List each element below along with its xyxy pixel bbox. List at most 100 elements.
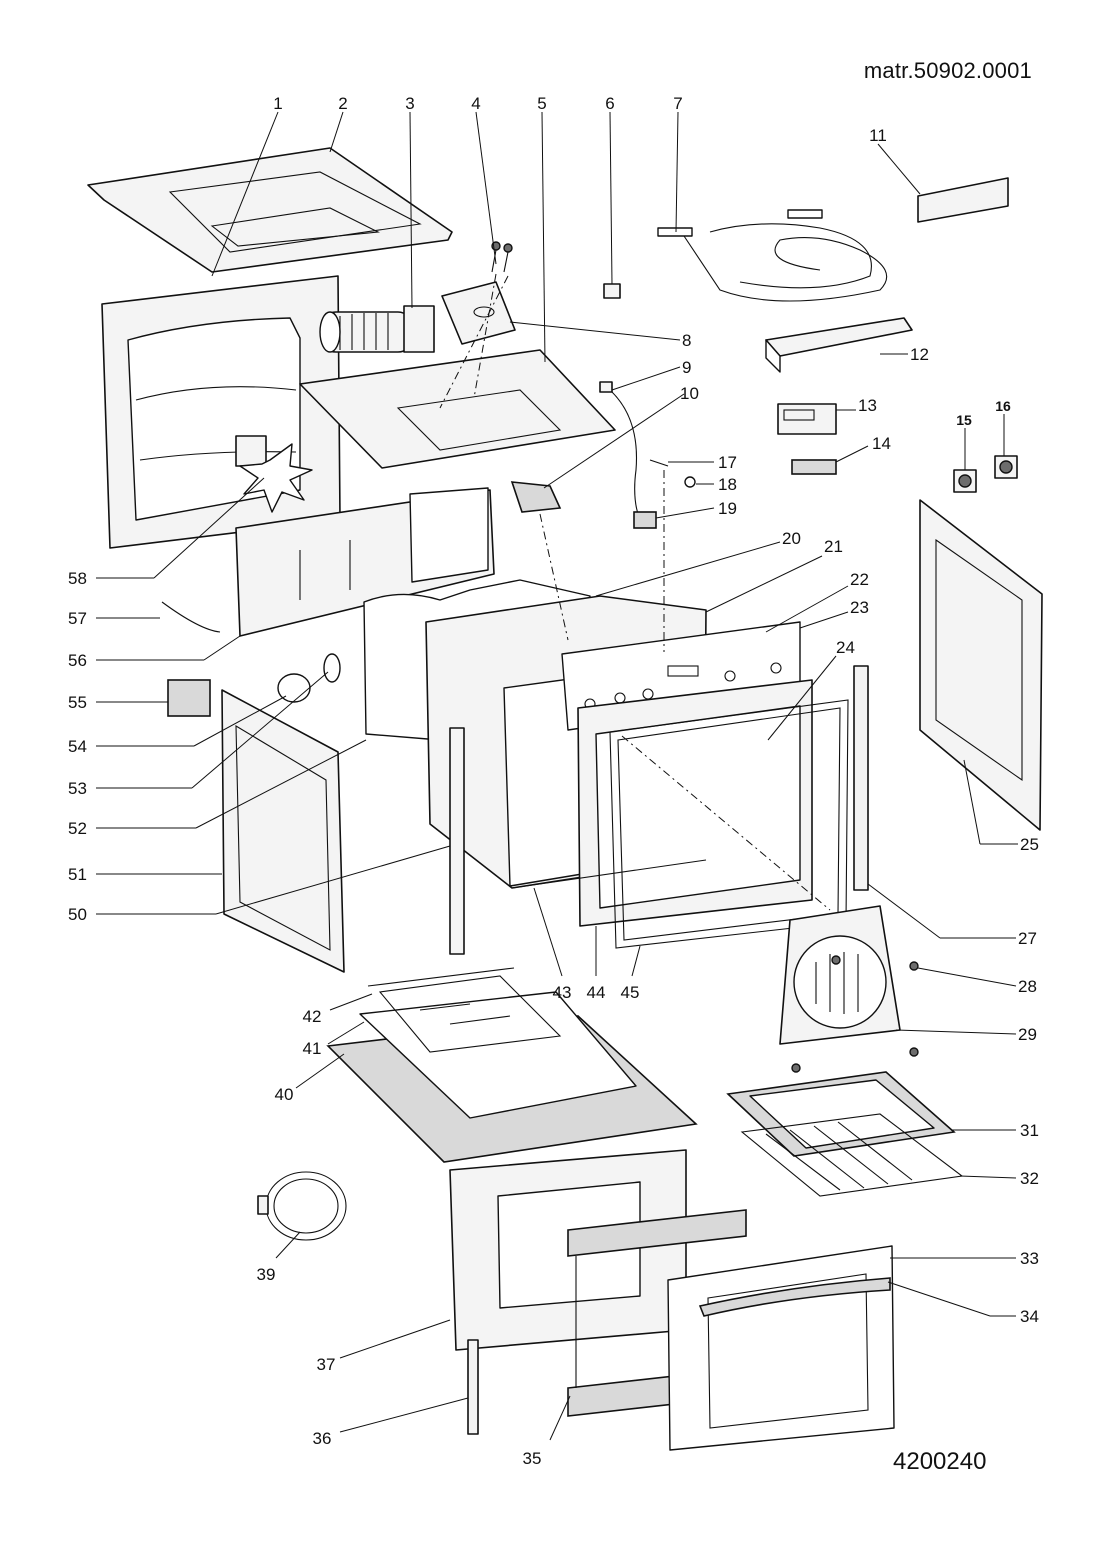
part-tangential-fan	[319, 305, 435, 353]
svg-text:52: 52	[68, 819, 87, 838]
svg-text:8: 8	[682, 331, 691, 350]
callout-50: 50	[68, 845, 451, 924]
svg-text:41: 41	[303, 1039, 322, 1058]
part-screws	[491, 241, 513, 273]
callout-19: 19	[655, 499, 737, 519]
callout-6: 6	[605, 94, 615, 285]
callout-17: 17	[668, 453, 737, 472]
callout-52: 52	[68, 739, 367, 838]
svg-text:43: 43	[553, 983, 572, 1002]
part-fan-cover-frame	[235, 487, 495, 637]
svg-text:31: 31	[1020, 1121, 1039, 1140]
callout-42: 42	[303, 993, 373, 1026]
part-knob-15	[953, 469, 977, 493]
part-screw-28d	[791, 1063, 801, 1073]
material-reference: matr.50902.0001	[863, 58, 1032, 83]
svg-text:50: 50	[68, 905, 87, 924]
callout-58: 58	[68, 477, 265, 588]
part-screw-28b	[909, 961, 919, 971]
callout-55: 55	[68, 693, 168, 712]
callout-14: 14	[835, 434, 891, 463]
part-small-switch	[603, 283, 621, 299]
svg-text:34: 34	[1020, 1307, 1039, 1326]
svg-text:28: 28	[1018, 977, 1037, 996]
axis-screw-b	[439, 275, 509, 409]
callout-57: 57	[68, 609, 160, 628]
svg-text:44: 44	[587, 983, 606, 1002]
svg-text:25: 25	[1020, 835, 1039, 854]
part-baking-tray	[726, 1071, 956, 1157]
callout-22: 22	[765, 570, 869, 633]
part-screw-28c	[909, 1047, 919, 1057]
svg-text:27: 27	[1018, 929, 1037, 948]
svg-text:18: 18	[718, 475, 737, 494]
svg-text:22: 22	[850, 570, 869, 589]
part-electronics-box	[441, 281, 516, 345]
part-left-side-panel	[221, 689, 345, 973]
svg-text:2: 2	[338, 94, 347, 113]
callout-53: 53	[68, 671, 329, 798]
part-lamp-cover	[323, 653, 341, 683]
svg-text:35: 35	[523, 1449, 542, 1468]
part-front-frame	[577, 679, 813, 927]
part-main-terminal	[167, 679, 211, 717]
svg-text:53: 53	[68, 779, 87, 798]
callout-45: 45	[621, 945, 641, 1002]
callout-44: 44	[587, 926, 606, 1002]
svg-text:39: 39	[257, 1265, 276, 1284]
svg-text:23: 23	[850, 598, 869, 617]
svg-text:40: 40	[275, 1085, 294, 1104]
callout-40: 40	[275, 1053, 345, 1104]
svg-text:4: 4	[471, 94, 480, 113]
part-top-cover	[87, 147, 453, 273]
callout-15: 15	[956, 412, 972, 470]
svg-text:16: 16	[995, 398, 1011, 414]
callout-24: 24	[767, 638, 855, 741]
callout-9: 9	[611, 358, 691, 391]
callout-33: 33	[890, 1249, 1039, 1268]
part-lamp-assembly	[599, 381, 696, 529]
callout-8: 8	[509, 321, 691, 350]
callout-39: 39	[257, 1231, 301, 1284]
part-screw-28a	[831, 955, 841, 965]
svg-text:3: 3	[405, 94, 414, 113]
part-right-rail	[853, 665, 869, 891]
callout-7: 7	[673, 94, 683, 233]
svg-text:55: 55	[68, 693, 87, 712]
callout-5: 5	[537, 94, 547, 363]
callout-41: 41	[303, 1021, 365, 1058]
svg-text:51: 51	[68, 865, 87, 884]
part-outer-door	[667, 1245, 895, 1451]
svg-text:24: 24	[836, 638, 855, 657]
callout-1: 1	[211, 94, 283, 277]
callout-37: 37	[317, 1319, 451, 1374]
svg-text:29: 29	[1018, 1025, 1037, 1044]
svg-text:5: 5	[537, 94, 546, 113]
callout-4: 4	[471, 94, 497, 265]
part-door-handle	[698, 1277, 891, 1317]
svg-text:19: 19	[718, 499, 737, 518]
svg-text:37: 37	[317, 1355, 336, 1374]
svg-text:6: 6	[605, 94, 614, 113]
callout-32: 32	[959, 1169, 1039, 1188]
svg-text:21: 21	[824, 537, 843, 556]
callout-11: 11	[869, 126, 921, 195]
part-electronic-timer	[777, 403, 837, 435]
part-control-bracket	[765, 317, 913, 373]
svg-text:9: 9	[682, 358, 691, 377]
part-right-side-panel	[919, 499, 1043, 831]
part-left-rail	[449, 727, 465, 955]
callout-56: 56	[68, 635, 241, 670]
svg-text:56: 56	[68, 651, 87, 670]
part-grill-element	[657, 209, 888, 302]
part-knob-16	[994, 455, 1018, 479]
part-door-hinge	[467, 1339, 479, 1435]
callout-35: 35	[523, 1395, 571, 1468]
callout-31: 31	[952, 1121, 1039, 1140]
svg-text:54: 54	[68, 737, 87, 756]
part-insulation-card	[917, 177, 1009, 223]
svg-text:42: 42	[303, 1007, 322, 1026]
drawing-reference: 4200240	[893, 1448, 987, 1475]
callout-54: 54	[68, 695, 287, 756]
